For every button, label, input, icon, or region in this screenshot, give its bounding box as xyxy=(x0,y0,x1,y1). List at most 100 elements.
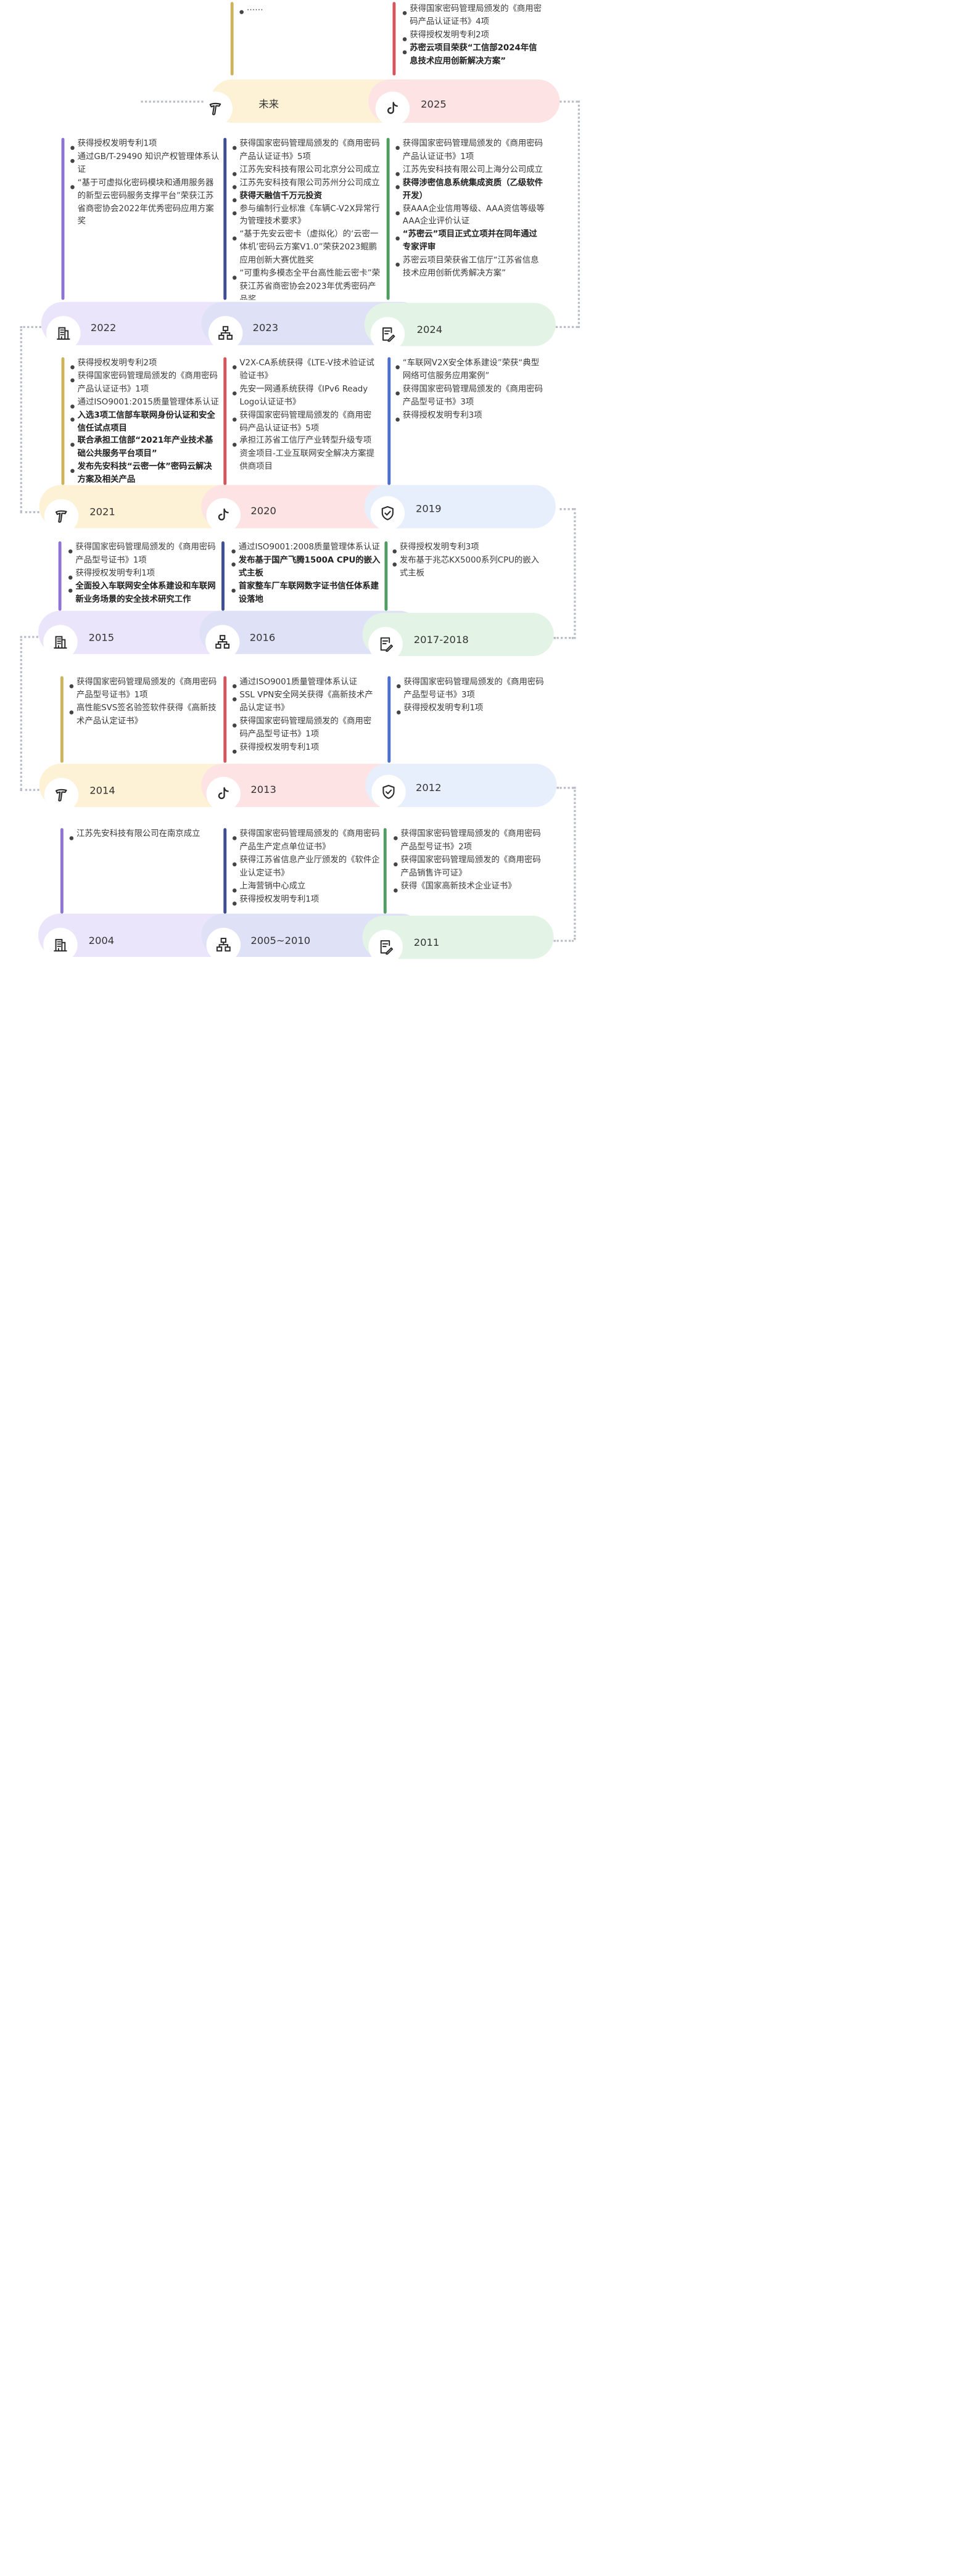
milestone-item: 通过ISO9001:2008质量管理体系认证 xyxy=(229,540,382,554)
year-label: 2005~2010 xyxy=(250,935,311,947)
icon-badge-future xyxy=(198,91,233,126)
year-label: 2015 xyxy=(88,633,115,644)
t-shape-icon xyxy=(209,102,221,115)
milestone-item: 获得授权发明专利2项 xyxy=(68,356,220,369)
icon-badge-2019 xyxy=(370,496,405,531)
milestone-list-2024: 获得国家密码管理局颁发的《商用密码产品认证证书》1项江苏先安科技有限公司上海分公… xyxy=(394,137,545,280)
timeline-connector-2014 xyxy=(60,676,64,763)
milestone-items: 获得授权发明专利1项通过GB/T-29490 知识产权管理体系认证“基于可虚拟化… xyxy=(68,137,220,228)
timeline-connector-2024 xyxy=(386,137,390,300)
dotted-path-segment xyxy=(577,100,580,329)
timeline-connector-2004 xyxy=(60,828,64,914)
tiktok-note-icon xyxy=(218,787,229,800)
timeline-connector-2020 xyxy=(223,357,227,485)
milestone-item: “基于先安云密卡（虚拟化）的‘云密一体机’密码云方案V1.0”荣获2023鲲鹏应… xyxy=(231,228,384,266)
milestone-list-2022: 获得授权发明专利1项通过GB/T-29490 知识产权管理体系认证“基于可虚拟化… xyxy=(68,137,220,228)
year-label: 2016 xyxy=(249,633,276,644)
shield-check-icon xyxy=(382,784,395,799)
milestone-list-2014: 获得国家密码管理局颁发的《商用密码产品型号证书》1项高性能SVS签名验签软件获得… xyxy=(67,675,218,727)
milestone-list-2004: 江苏先安科技有限公司在南京成立 xyxy=(67,827,218,840)
dotted-path-segment xyxy=(20,789,39,791)
milestone-item: 获得授权发明专利3项 xyxy=(394,408,545,422)
milestone-item: 江苏先安科技有限公司北京分公司成立 xyxy=(231,163,384,176)
milestone-item: 发布基于兆芯KX5000系列CPU的嵌入式主板 xyxy=(390,553,542,579)
milestone-item: 获得国家密码管理局颁发的《商用密码产品型号证书》1项 xyxy=(67,675,218,701)
milestone-item: 全面投入车联网安全体系建设和车联网新业务场景的安全技术研究工作 xyxy=(67,580,220,605)
milestone-items: 获得授权发明专利3项发布基于兆芯KX5000系列CPU的嵌入式主板 xyxy=(390,540,542,579)
milestone-item: 获得授权发明专利1项 xyxy=(231,740,377,753)
shield-check-icon xyxy=(381,506,394,520)
milestone-item: 江苏先安科技有限公司在南京成立 xyxy=(67,827,218,840)
milestone-list-2025: 获得国家密码管理局颁发的《商用密码产品认证证书》4项获得授权发明专利2项苏密云项… xyxy=(401,2,542,67)
dotted-path-segment xyxy=(555,326,578,329)
milestone-items: …… xyxy=(237,1,378,14)
milestone-item: 获得国家密码管理局颁发的《商用密码产品认证证书》4项 xyxy=(401,2,542,28)
milestone-items: 获得国家密码管理局颁发的《商用密码产品型号证书》3项获得授权发明专利1项 xyxy=(395,675,546,715)
milestone-item: 获得授权发明专利1项 xyxy=(231,892,382,905)
milestone-list-2015: 获得国家密码管理局颁发的《商用密码产品型号证书》1项获得授权发明专利1项全面投入… xyxy=(67,540,220,605)
milestone-list-2017-2018: 获得授权发明专利3项发布基于兆芯KX5000系列CPU的嵌入式主板 xyxy=(390,540,542,579)
milestone-list-2021: 获得授权发明专利2项获得国家密码管理局颁发的《商用密码产品认证证书》1项通过IS… xyxy=(68,356,220,486)
milestone-items: “车联网V2X安全体系建设”荣获“典型网络可信服务应用案例”获得国家密码管理局颁… xyxy=(394,356,545,422)
year-label: 2024 xyxy=(416,325,443,337)
milestone-list-2012: 获得国家密码管理局颁发的《商用密码产品型号证书》3项获得授权发明专利1项 xyxy=(395,675,546,715)
dotted-path-segment xyxy=(574,787,576,940)
milestone-item: V2X-CA系统获得《LTE-V技术验证试验证书》 xyxy=(231,356,377,382)
dotted-path-segment xyxy=(553,940,574,942)
org-chart-icon xyxy=(218,326,233,340)
dotted-path-segment xyxy=(574,508,576,639)
milestone-items: 江苏先安科技有限公司在南京成立 xyxy=(67,827,218,840)
milestone-items: 获得国家密码管理局颁发的《商用密码产品认证证书》4项获得授权发明专利2项苏密云项… xyxy=(401,2,542,67)
milestone-item: 江苏先安科技有限公司苏州分公司成立 xyxy=(231,176,384,189)
milestone-item: …… xyxy=(237,1,378,14)
milestone-list-2020: V2X-CA系统获得《LTE-V技术验证试验证书》先安一网通系统获得《IPv6 … xyxy=(231,356,377,474)
milestone-item: 获得天融信千万元投资 xyxy=(231,189,384,202)
milestone-item: 苏密云项目荣获“工信部2024年信息技术应用创新解决方案” xyxy=(401,41,542,67)
milestone-item: 发布先安科技“云密一体”密码云解决方案及相关产品 xyxy=(68,460,220,486)
icon-badge-2012 xyxy=(371,774,406,810)
milestone-item: “基于可虚拟化密码模块和通用服务器的新型云密码服务支撑平台”荣获江苏省商密协会2… xyxy=(68,176,220,228)
milestone-item: “车联网V2X安全体系建设”荣获“典型网络可信服务应用案例” xyxy=(394,356,545,382)
milestone-items: 获得国家密码管理局颁发的《商用密码产品认证证书》5项江苏先安科技有限公司北京分公… xyxy=(231,137,384,300)
icon-badge-2011 xyxy=(368,929,403,964)
dotted-path-segment xyxy=(20,511,39,514)
milestone-list-2019: “车联网V2X安全体系建设”荣获“典型网络可信服务应用案例”获得国家密码管理局颁… xyxy=(394,356,545,422)
building-icon xyxy=(54,938,67,952)
timeline-connector-2019 xyxy=(387,357,391,485)
year-label: 2022 xyxy=(90,322,117,334)
year-label: 未来 xyxy=(258,99,279,111)
milestone-items: 获得国家密码管理局颁发的《商用密码产品认证证书》1项江苏先安科技有限公司上海分公… xyxy=(394,137,545,280)
milestone-list-2023: 获得国家密码管理局颁发的《商用密码产品认证证书》5项江苏先安科技有限公司北京分公… xyxy=(231,137,384,300)
milestone-list-future: …… xyxy=(237,1,378,14)
milestone-item: 获得国家密码管理局颁发的《商用密码产品销售许可证》 xyxy=(392,853,543,879)
milestone-items: 获得国家密码管理局颁发的《商用密码产品型号证书》1项获得授权发明专利1项全面投入… xyxy=(67,540,220,605)
tiktok-note-icon xyxy=(218,508,229,521)
year-label: 2025 xyxy=(421,99,447,111)
timeline-connector-2017-2018 xyxy=(384,541,388,611)
timeline-connector-2021 xyxy=(61,357,65,485)
milestone-item: 上海营销中心成立 xyxy=(231,879,382,892)
milestone-item: 高性能SVS签名验签软件获得《高新技术产品认定证书》 xyxy=(67,701,218,727)
dotted-path-segment xyxy=(553,637,574,639)
year-label: 2011 xyxy=(413,938,440,949)
milestone-item: 获得国家密码管理局颁发的《商用密码产品型号证书》3项 xyxy=(394,382,545,408)
milestone-items: 获得国家密码管理局颁发的《商用密码产品生产定点单位证书》获得江苏省信息产业厅颁发… xyxy=(231,827,382,905)
dotted-path-segment xyxy=(20,326,22,512)
year-label: 2021 xyxy=(89,507,115,519)
milestone-item: 参与编制行业标准《车辆C-V2X异常行为管理技术要求》 xyxy=(231,202,384,228)
milestone-item: 获得国家密码管理局颁发的《商用密码产品型号证书》1项 xyxy=(231,714,377,740)
milestone-item: 获得国家密码管理局颁发的《商用密码产品型号证书》1项 xyxy=(67,540,220,566)
icon-badge-2024 xyxy=(370,317,405,351)
milestone-item: 获得授权发明专利3项 xyxy=(390,540,542,554)
year-label: 2012 xyxy=(416,782,442,794)
timeline-connector-2005-2010 xyxy=(223,828,227,914)
icon-badge-2021 xyxy=(44,499,79,533)
icon-badge-2023 xyxy=(208,316,243,350)
milestone-item: 获得授权发明专利1项 xyxy=(67,567,220,580)
org-chart-icon xyxy=(216,938,231,952)
milestone-items: V2X-CA系统获得《LTE-V技术验证试验证书》先安一网通系统获得《IPv6 … xyxy=(231,356,377,474)
milestone-item: 通过GB/T-29490 知识产权管理体系认证 xyxy=(68,150,220,176)
